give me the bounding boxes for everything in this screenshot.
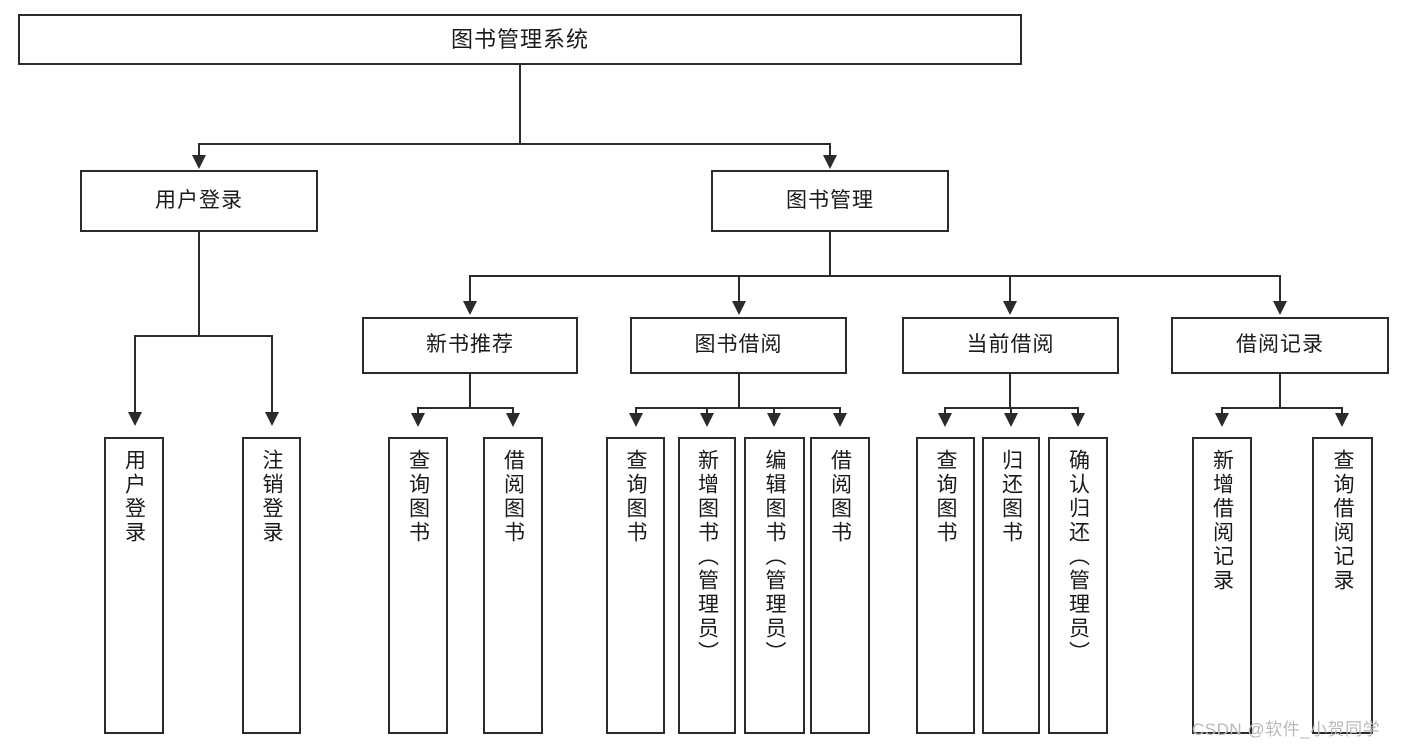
- connector-root-bus: [198, 143, 831, 145]
- connector-new-book-rec-stem: [469, 374, 471, 407]
- connector-to-user-login: [198, 143, 200, 158]
- node-book-manage-label: 图书管理: [786, 188, 874, 212]
- node-leaf-add-book-label: 新增图书（管理员）: [695, 449, 719, 665]
- connector-book-borrow-bus: [635, 407, 840, 409]
- csdn-watermark: CSDN @软件_小贺同学: [1192, 720, 1381, 739]
- node-borrow-record[interactable]: 借阅记录: [1171, 317, 1389, 374]
- arrow-to-user-login: [192, 155, 206, 169]
- node-leaf-query-book-1[interactable]: 查询图书: [388, 437, 448, 734]
- node-book-borrow[interactable]: 图书借阅: [630, 317, 847, 374]
- connector-to-book-manage: [829, 143, 831, 158]
- arrow-leaf-user-login: [128, 412, 142, 426]
- node-leaf-borrow-book-2[interactable]: 借阅图书: [810, 437, 870, 734]
- node-leaf-query-book-3-label: 查询图书: [934, 449, 958, 545]
- node-leaf-query-record[interactable]: 查询借阅记录: [1312, 437, 1373, 734]
- arrow-leaf-confirm-return: [1071, 413, 1085, 427]
- node-leaf-add-record[interactable]: 新增借阅记录: [1192, 437, 1252, 734]
- node-leaf-borrow-book-1[interactable]: 借阅图书: [483, 437, 543, 734]
- arrow-leaf-query-record: [1335, 413, 1349, 427]
- arrow-leaf-add-record: [1215, 413, 1229, 427]
- connector-user-login-drop-2: [271, 335, 273, 414]
- arrow-leaf-return-book: [1004, 413, 1018, 427]
- connector-current-borrow-drop-3: [1077, 407, 1079, 415]
- node-leaf-add-record-label: 新增借阅记录: [1210, 449, 1234, 593]
- node-leaf-borrow-book-2-label: 借阅图书: [828, 449, 852, 545]
- node-user-login-label: 用户登录: [155, 188, 243, 212]
- connector-to-new-book-rec: [469, 275, 471, 303]
- node-leaf-query-book-1-label: 查询图书: [406, 449, 430, 545]
- node-leaf-query-book-2[interactable]: 查询图书: [606, 437, 665, 734]
- node-leaf-return-book-label: 归还图书: [999, 449, 1023, 545]
- node-leaf-logout-label: 注销登录: [260, 449, 284, 545]
- node-leaf-query-book-2-label: 查询图书: [624, 449, 648, 545]
- node-user-login[interactable]: 用户登录: [80, 170, 318, 232]
- node-leaf-query-book-3[interactable]: 查询图书: [916, 437, 975, 734]
- node-leaf-query-record-label: 查询借阅记录: [1331, 449, 1355, 593]
- arrow-to-current-borrow: [1003, 301, 1017, 315]
- arrow-leaf-query-book-3: [938, 413, 952, 427]
- node-leaf-add-book[interactable]: 新增图书（管理员）: [678, 437, 736, 734]
- node-leaf-edit-book-label: 编辑图书（管理员）: [763, 449, 787, 665]
- node-new-book-rec-label: 新书推荐: [426, 333, 514, 357]
- node-root-label: 图书管理系统: [450, 26, 589, 52]
- connector-to-borrow-record: [1279, 275, 1281, 303]
- node-leaf-edit-book[interactable]: 编辑图书（管理员）: [744, 437, 805, 734]
- arrow-to-borrow-record: [1273, 301, 1287, 315]
- connector-book-manage-bus: [469, 275, 1280, 277]
- node-leaf-confirm-return-label: 确认归还（管理员）: [1066, 449, 1090, 665]
- node-current-borrow-label: 当前借阅: [966, 333, 1055, 357]
- arrow-leaf-borrow-book-1: [506, 413, 520, 427]
- connector-borrow-record-drop-1: [1221, 407, 1223, 415]
- node-leaf-confirm-return[interactable]: 确认归还（管理员）: [1048, 437, 1108, 734]
- node-root[interactable]: 图书管理系统: [18, 14, 1022, 65]
- arrow-leaf-query-book-1: [411, 413, 425, 427]
- arrow-leaf-query-book-2: [629, 413, 643, 427]
- connector-book-borrow-drop-1: [635, 407, 637, 415]
- node-leaf-borrow-book-1-label: 借阅图书: [501, 449, 525, 545]
- arrow-leaf-borrow-book-2: [833, 413, 847, 427]
- node-leaf-user-login-label: 用户登录: [122, 449, 146, 545]
- arrow-leaf-add-book: [700, 413, 714, 427]
- connector-to-current-borrow: [1009, 275, 1011, 303]
- node-book-manage[interactable]: 图书管理: [711, 170, 949, 232]
- node-leaf-user-login[interactable]: 用户登录: [104, 437, 164, 734]
- arrow-to-book-manage: [823, 155, 837, 169]
- connector-new-book-rec-drop-2: [512, 407, 514, 415]
- node-current-borrow[interactable]: 当前借阅: [902, 317, 1119, 374]
- connector-current-borrow-drop-2: [1010, 407, 1012, 415]
- arrow-leaf-logout: [265, 412, 279, 426]
- node-leaf-logout[interactable]: 注销登录: [242, 437, 301, 734]
- arrow-to-new-book-rec: [463, 301, 477, 315]
- node-book-borrow-label: 图书借阅: [694, 333, 783, 357]
- connector-book-borrow-drop-4: [839, 407, 841, 415]
- node-leaf-return-book[interactable]: 归还图书: [982, 437, 1040, 734]
- connector-user-login-bus: [134, 335, 272, 337]
- connector-current-borrow-drop-1: [944, 407, 946, 415]
- connector-book-borrow-drop-2: [706, 407, 708, 415]
- connector-book-borrow-drop-3: [773, 407, 775, 415]
- connector-current-borrow-stem: [1009, 374, 1011, 407]
- arrow-to-book-borrow: [732, 301, 746, 315]
- connector-book-manage-stem: [829, 232, 831, 275]
- connector-user-login-drop-1: [134, 335, 136, 414]
- connector-book-borrow-stem: [738, 374, 740, 407]
- connector-borrow-record-stem: [1279, 374, 1281, 407]
- connector-root-stem: [519, 65, 521, 143]
- connector-user-login-stem: [198, 232, 200, 335]
- connector-borrow-record-bus: [1221, 407, 1343, 409]
- connector-new-book-rec-bus: [417, 407, 513, 409]
- connector-borrow-record-drop-2: [1341, 407, 1343, 415]
- connector-new-book-rec-drop-1: [417, 407, 419, 415]
- node-new-book-rec[interactable]: 新书推荐: [362, 317, 578, 374]
- arrow-leaf-edit-book: [767, 413, 781, 427]
- node-borrow-record-label: 借阅记录: [1236, 333, 1324, 357]
- connector-to-book-borrow: [738, 275, 740, 303]
